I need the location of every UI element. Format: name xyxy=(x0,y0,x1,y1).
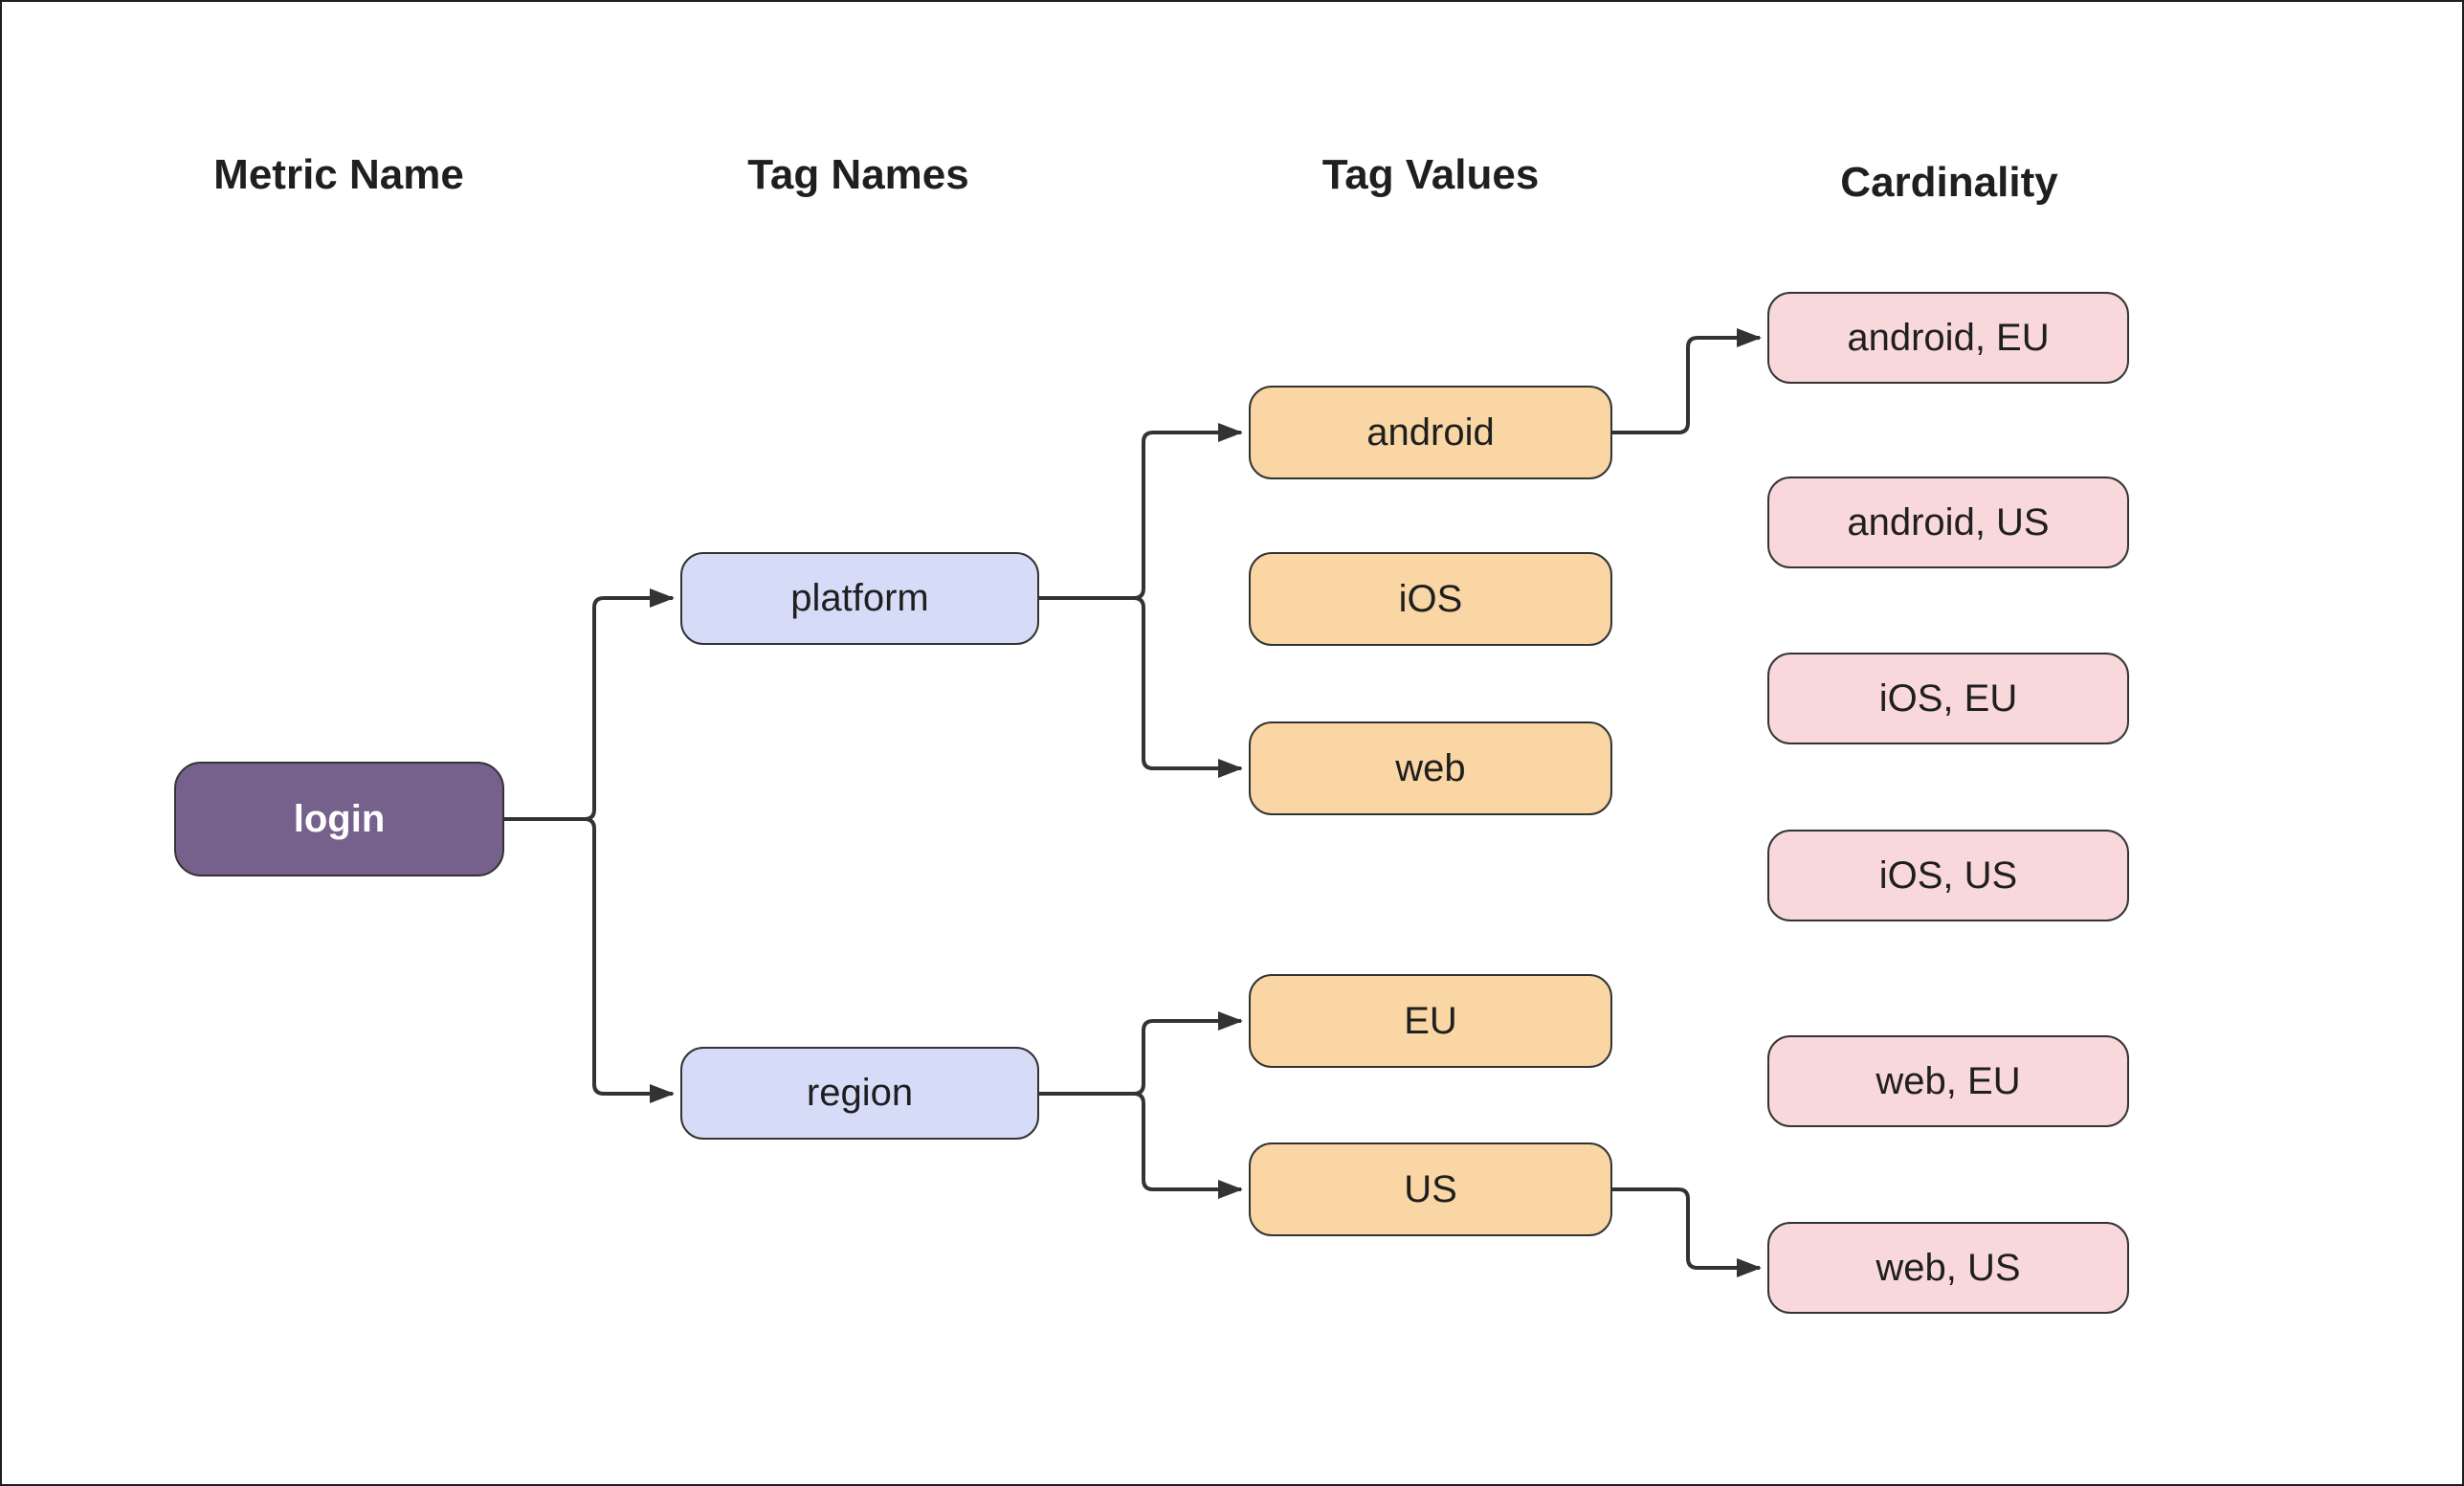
node-web: web xyxy=(1249,721,1612,815)
column-header-tag-names: Tag Names xyxy=(747,151,969,198)
node-region: region xyxy=(680,1047,1039,1140)
edge-platform-android xyxy=(1039,423,1243,600)
edge-region-us xyxy=(1039,1092,1243,1199)
node-login: login xyxy=(174,762,504,876)
node-eu: EU xyxy=(1249,974,1612,1068)
node-android-eu: android, EU xyxy=(1767,292,2129,384)
node-ios-us: iOS, US xyxy=(1767,830,2129,921)
node-ios: iOS xyxy=(1249,552,1612,646)
node-android: android xyxy=(1249,386,1612,479)
node-platform: platform xyxy=(680,552,1039,645)
edge-login-region xyxy=(504,817,675,1103)
node-web-eu: web, EU xyxy=(1767,1035,2129,1127)
node-web-us: web, US xyxy=(1767,1222,2129,1314)
edge-platform-web xyxy=(1039,596,1243,778)
edge-us-web-us xyxy=(1612,1187,1762,1277)
node-us: US xyxy=(1249,1142,1612,1236)
edge-region-eu xyxy=(1039,1011,1243,1096)
column-header-cardinality: Cardinality xyxy=(1840,159,2058,206)
node-android-us: android, US xyxy=(1767,477,2129,568)
column-header-tag-values: Tag Values xyxy=(1321,151,1540,198)
edge-login-platform xyxy=(504,588,675,821)
edge-android-android-eu xyxy=(1612,328,1762,434)
column-header-metric-name: Metric Name xyxy=(213,151,464,198)
node-ios-eu: iOS, EU xyxy=(1767,653,2129,744)
